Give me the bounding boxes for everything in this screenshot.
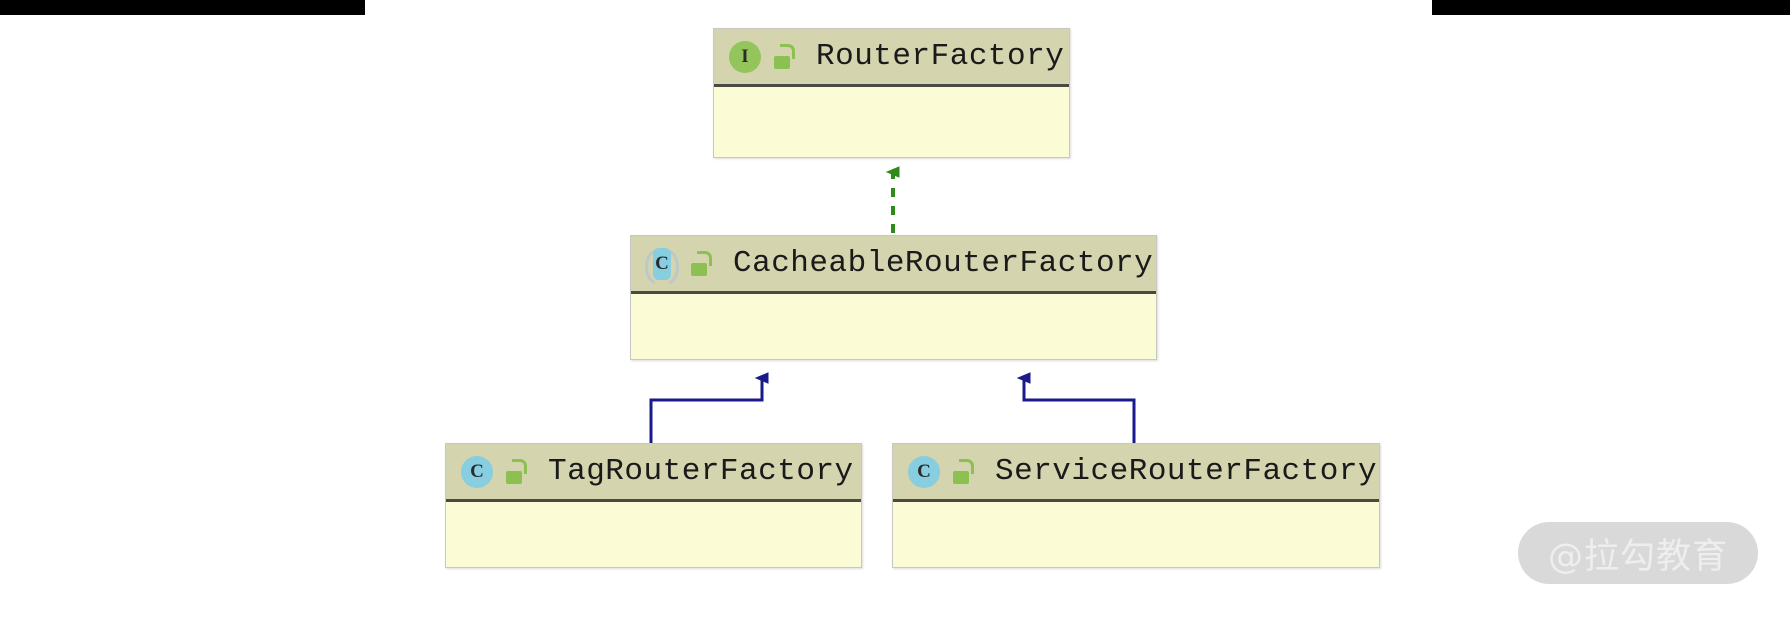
interface-circle-i-icon: I bbox=[728, 40, 762, 74]
edge-generalization-service-to-cacheable bbox=[1024, 378, 1136, 443]
uml-node-title: RouterFactory bbox=[816, 39, 1065, 74]
open-padlock-icon bbox=[504, 458, 527, 485]
class-circle-c-icon: C bbox=[907, 455, 941, 489]
class-icon-letter: C bbox=[917, 460, 931, 482]
uml-node-service-router-factory[interactable]: C ServiceRouterFactory bbox=[892, 443, 1380, 568]
uml-node-tag-router-factory[interactable]: C TagRouterFactory bbox=[445, 443, 862, 568]
black-bar-left bbox=[0, 0, 365, 15]
abstract-class-icon-letter: C bbox=[655, 252, 669, 274]
uml-node-members bbox=[446, 502, 861, 558]
abstract-class-c-icon: C bbox=[645, 247, 679, 284]
uml-node-members bbox=[714, 87, 1069, 143]
watermark-badge: @拉勾教育 bbox=[1518, 522, 1758, 584]
interface-icon-letter: I bbox=[741, 45, 749, 67]
uml-node-members bbox=[631, 294, 1156, 350]
uml-node-title: TagRouterFactory bbox=[548, 454, 854, 489]
uml-node-members bbox=[893, 502, 1379, 558]
edge-generalization-tag-to-cacheable bbox=[649, 378, 762, 443]
class-icon-letter: C bbox=[470, 460, 484, 482]
uml-node-cacheable-router-factory[interactable]: C CacheableRouterFactory bbox=[630, 235, 1157, 360]
black-bar-right bbox=[1432, 0, 1790, 15]
uml-node-header: C ServiceRouterFactory bbox=[893, 444, 1379, 502]
uml-node-router-factory[interactable]: I RouterFactory bbox=[713, 28, 1070, 158]
uml-node-header: C CacheableRouterFactory bbox=[631, 236, 1156, 294]
uml-node-header: I RouterFactory bbox=[714, 29, 1069, 87]
uml-node-header: C TagRouterFactory bbox=[446, 444, 861, 502]
open-padlock-icon bbox=[689, 250, 712, 277]
uml-node-title: ServiceRouterFactory bbox=[995, 454, 1378, 489]
uml-node-title: CacheableRouterFactory bbox=[733, 246, 1154, 281]
class-circle-c-icon: C bbox=[460, 455, 494, 489]
open-padlock-icon bbox=[772, 43, 795, 70]
open-padlock-icon bbox=[951, 458, 974, 485]
watermark-text: @拉勾教育 bbox=[1547, 536, 1728, 577]
